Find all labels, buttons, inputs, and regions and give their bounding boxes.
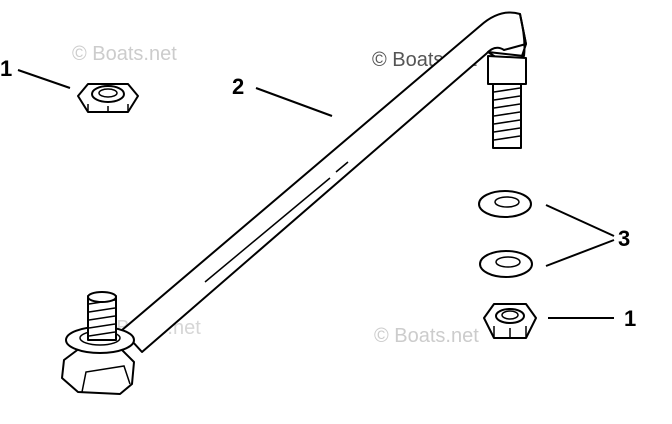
washer-upper-outer (478, 190, 532, 218)
leader-line-1-top (17, 69, 71, 89)
leader-line-3-lower (545, 239, 615, 267)
nut-right-bore-inner (501, 310, 519, 320)
rod-end-block (487, 55, 527, 85)
hex-nut-right (483, 303, 537, 339)
nut-bore-inner (98, 88, 118, 98)
washer-upper (478, 190, 532, 218)
hex-nut-top-left (77, 83, 139, 113)
nut-bore (91, 85, 125, 103)
rod-highlight-dash (335, 161, 349, 173)
callout-2: 2 (232, 74, 244, 99)
washer-upper-hole (494, 196, 520, 208)
washer-lower-hole (495, 256, 521, 268)
rod-eye-facet (81, 365, 131, 393)
washer-lower (479, 250, 533, 278)
washer-lower-outer (479, 250, 533, 278)
steering-link-rod (61, 11, 527, 395)
callout-3: 3 (618, 226, 630, 251)
stud-tip (87, 291, 117, 303)
watermark-top-left: © Boats.net (72, 43, 177, 65)
stud-threads-top (493, 87, 521, 141)
watermark-bottom-right: © Boats.net (374, 325, 479, 347)
rod-highlight-line (204, 177, 331, 283)
leader-line-2 (255, 87, 333, 117)
leader-line-3-upper (545, 204, 615, 237)
nut-flats (87, 104, 129, 112)
rod-elbow (487, 13, 527, 63)
callout-1-top-left: 1 (0, 56, 12, 81)
callout-1-right: 1 (624, 306, 636, 331)
nut-right-flats (493, 326, 527, 338)
